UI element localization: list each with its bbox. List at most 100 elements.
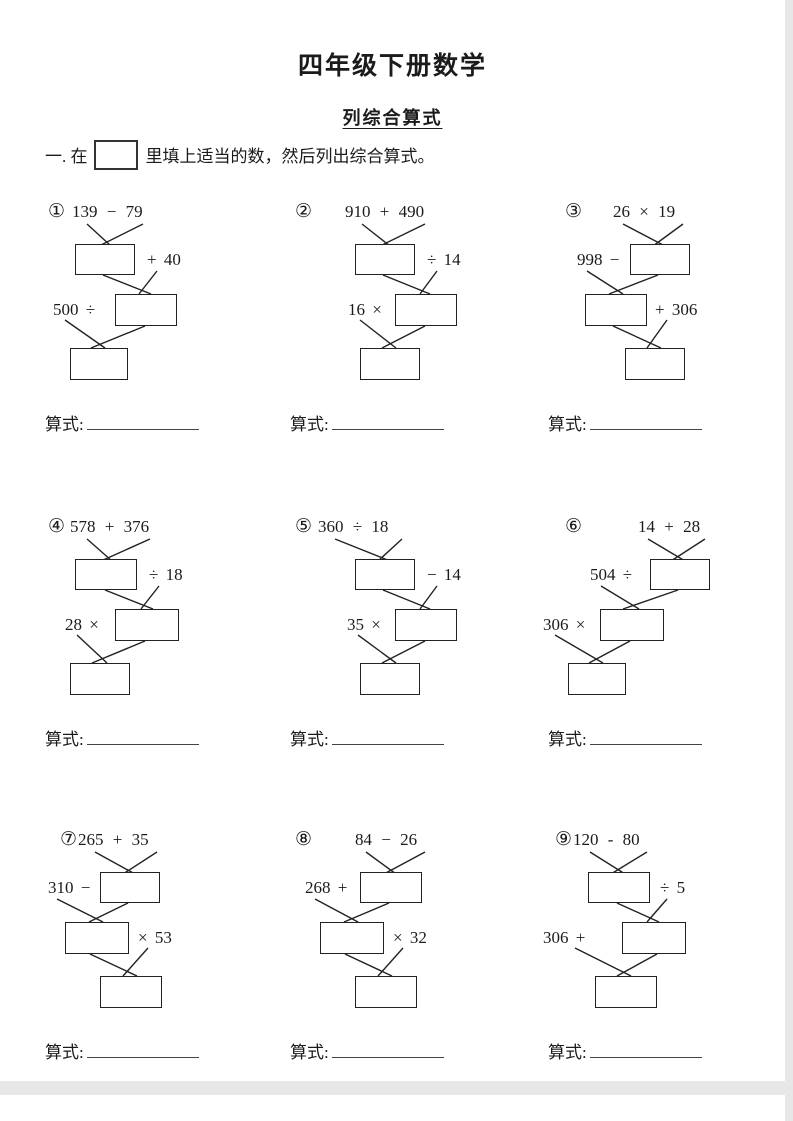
problem-6: ⑥ 14 + 28 504 ÷ 306 × 算式: bbox=[535, 513, 785, 753]
answer-box-2[interactable] bbox=[585, 294, 647, 326]
step1-operator-label: 268 + bbox=[305, 878, 348, 897]
problem-3: ③ 26 × 19 998 − + 306 算式: bbox=[535, 198, 785, 438]
instruction-suffix: 里填上适当的数，然后列出综合算式。 bbox=[145, 147, 435, 166]
step2-operator-label: 500 ÷ bbox=[53, 300, 96, 319]
answer-box-1[interactable] bbox=[355, 244, 415, 275]
answer-box-3[interactable] bbox=[360, 348, 420, 380]
step1-operator-label: − 14 bbox=[427, 565, 461, 584]
expression-blank[interactable] bbox=[331, 729, 444, 745]
expression-blank[interactable] bbox=[331, 1042, 444, 1058]
problem-1: ① 139 − 79 + 40 500 ÷ 算式: bbox=[45, 198, 295, 438]
answer-box-2[interactable] bbox=[115, 294, 177, 326]
connector-lines bbox=[554, 538, 706, 664]
answer-box-2[interactable] bbox=[622, 922, 686, 954]
step2-operator-label: 306 × bbox=[543, 615, 586, 634]
problem-5: ⑤ 360 ÷ 18 − 14 35 × 算式: bbox=[290, 513, 540, 753]
expression-blank[interactable] bbox=[589, 1042, 702, 1058]
answer-box-1[interactable] bbox=[360, 872, 422, 903]
answer-box-1[interactable] bbox=[588, 872, 650, 903]
problem-number: ② bbox=[295, 201, 313, 222]
answer-box-3[interactable] bbox=[100, 976, 162, 1008]
step2-operator-label: × 53 bbox=[138, 928, 172, 947]
answer-box-3[interactable] bbox=[595, 976, 657, 1008]
top-expression: 910 + 490 bbox=[345, 202, 425, 221]
expression-row: 算式: bbox=[290, 1038, 444, 1063]
step2-operator-label: + 306 bbox=[655, 300, 698, 319]
expression-label: 算式: bbox=[290, 730, 329, 749]
expression-blank[interactable] bbox=[86, 729, 199, 745]
expression-blank[interactable] bbox=[589, 414, 702, 430]
step1-operator-label: 998 − bbox=[577, 250, 620, 269]
expression-row: 算式: bbox=[290, 725, 444, 750]
connector-lines bbox=[574, 851, 668, 977]
document-page: 四年级下册数学 列综合算式 一. 在里填上适当的数，然后列出综合算式。 ① 13… bbox=[0, 0, 785, 1081]
answer-box-2[interactable] bbox=[65, 922, 129, 954]
problem-number: ① bbox=[48, 201, 66, 222]
connector-lines bbox=[586, 223, 684, 349]
expression-label: 算式: bbox=[45, 730, 84, 749]
expression-row: 算式: bbox=[548, 410, 702, 435]
top-expression: 139 − 79 bbox=[72, 202, 143, 221]
answer-box-1[interactable] bbox=[355, 559, 415, 590]
step1-operator-label: ÷ 5 bbox=[660, 878, 686, 897]
problem-4: ④ 578 + 376 ÷ 18 28 × 算式: bbox=[45, 513, 295, 753]
answer-box-2[interactable] bbox=[395, 294, 457, 326]
answer-box-2[interactable] bbox=[115, 609, 179, 641]
connector-lines bbox=[76, 538, 160, 664]
answer-box-2[interactable] bbox=[320, 922, 384, 954]
expression-label: 算式: bbox=[290, 1043, 329, 1062]
problem-number: ⑦ bbox=[60, 829, 78, 850]
answer-box-3[interactable] bbox=[70, 663, 130, 695]
connector-lines bbox=[359, 223, 438, 349]
step2-operator-label: 306 + bbox=[543, 928, 586, 947]
problem-7: ⑦ 265 + 35 310 − × 53 算式: bbox=[45, 826, 295, 1066]
problem-number: ⑤ bbox=[295, 516, 313, 537]
problem-number: ④ bbox=[48, 516, 66, 537]
step1-operator-label: 310 − bbox=[48, 878, 91, 897]
answer-box-3[interactable] bbox=[568, 663, 626, 695]
problem-number: ⑥ bbox=[565, 516, 583, 537]
step1-operator-label: ÷ 14 bbox=[427, 250, 461, 269]
expression-label: 算式: bbox=[45, 415, 84, 434]
page-title: 四年级下册数学 bbox=[297, 53, 487, 80]
answer-box-1[interactable] bbox=[650, 559, 710, 590]
instruction: 一. 在 里填上适当的数，然后列出综合算式。 bbox=[45, 140, 435, 170]
expression-blank[interactable] bbox=[589, 729, 702, 745]
top-expression: 578 + 376 bbox=[70, 517, 150, 536]
answer-box-3[interactable] bbox=[625, 348, 685, 380]
expression-row: 算式: bbox=[45, 1038, 199, 1063]
instruction-prefix: 一. 在 bbox=[45, 147, 88, 166]
inline-answer-box bbox=[93, 140, 138, 170]
answer-box-1[interactable] bbox=[75, 244, 135, 275]
problem-number: ③ bbox=[565, 201, 583, 222]
problem-number: ⑨ bbox=[555, 829, 573, 850]
expression-blank[interactable] bbox=[86, 414, 199, 430]
top-expression: 120 - 80 bbox=[573, 830, 640, 849]
answer-box-2[interactable] bbox=[600, 609, 664, 641]
answer-box-1[interactable] bbox=[75, 559, 137, 590]
step2-operator-label: × 32 bbox=[393, 928, 427, 947]
expression-blank[interactable] bbox=[331, 414, 444, 430]
answer-box-1[interactable] bbox=[100, 872, 160, 903]
expression-blank[interactable] bbox=[86, 1042, 199, 1058]
expression-row: 算式: bbox=[45, 725, 199, 750]
answer-box-1[interactable] bbox=[630, 244, 690, 275]
top-expression: 360 ÷ 18 bbox=[318, 517, 389, 536]
answer-box-3[interactable] bbox=[70, 348, 128, 380]
connector-lines bbox=[56, 851, 158, 977]
answer-box-3[interactable] bbox=[355, 976, 417, 1008]
expression-label: 算式: bbox=[548, 415, 587, 434]
step2-operator-label: 28 × bbox=[65, 615, 99, 634]
expression-row: 算式: bbox=[548, 725, 702, 750]
next-page-edge bbox=[0, 1095, 785, 1121]
step2-operator-label: 16 × bbox=[348, 300, 382, 319]
expression-label: 算式: bbox=[45, 1043, 84, 1062]
connector-lines bbox=[314, 851, 426, 977]
answer-box-3[interactable] bbox=[360, 663, 420, 695]
expression-row: 算式: bbox=[45, 410, 199, 435]
answer-box-2[interactable] bbox=[395, 609, 457, 641]
top-expression: 26 × 19 bbox=[613, 202, 676, 221]
expression-label: 算式: bbox=[548, 1043, 587, 1062]
problem-9: ⑨ 120 - 80 ÷ 5 306 + 算式: bbox=[535, 826, 785, 1066]
problem-number: ⑧ bbox=[295, 829, 313, 850]
